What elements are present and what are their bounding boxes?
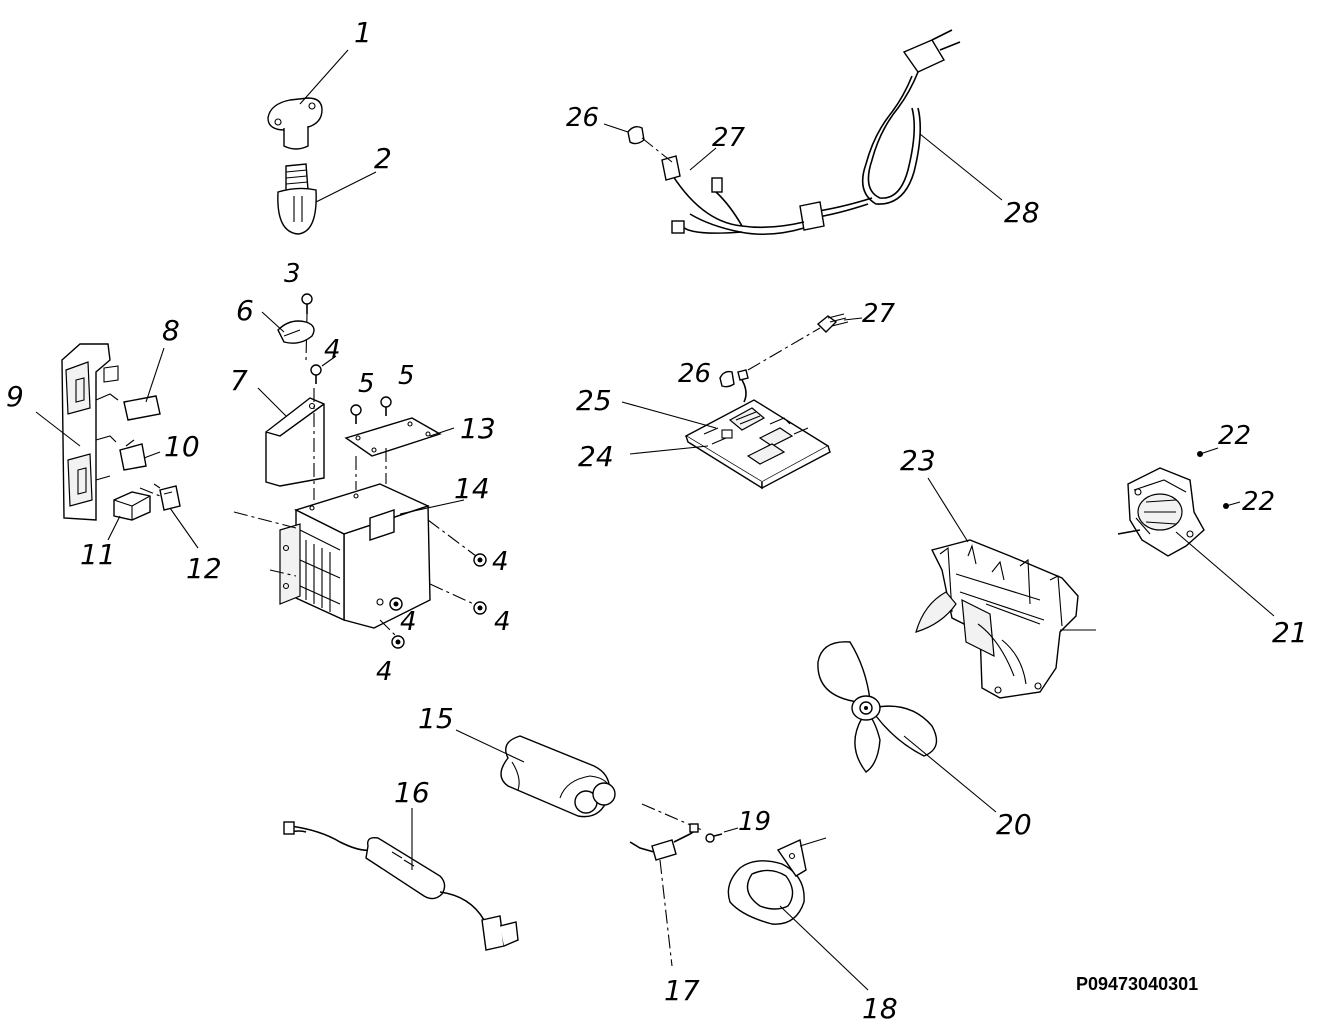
label-28: 28 bbox=[1004, 196, 1040, 229]
part-screw-4a bbox=[310, 364, 322, 384]
part-latch-bracket-9 bbox=[61, 343, 119, 521]
part-plate-13 bbox=[344, 417, 442, 457]
label-26a: 26 bbox=[566, 103, 599, 133]
label-22b: 22 bbox=[1242, 487, 1275, 517]
label-15: 15 bbox=[418, 702, 454, 735]
part-control-board-24 bbox=[684, 399, 831, 490]
label-27a: 27 bbox=[712, 123, 746, 153]
label-4d: 4 bbox=[400, 607, 417, 637]
part-screw-5b bbox=[380, 396, 392, 416]
label-8: 8 bbox=[162, 314, 180, 347]
label-3: 3 bbox=[284, 259, 301, 289]
part-nut-4c bbox=[473, 601, 487, 615]
label-5b: 5 bbox=[398, 361, 415, 391]
part-switch-12 bbox=[153, 483, 181, 511]
part-nut-4e bbox=[391, 635, 405, 649]
label-1: 1 bbox=[354, 16, 372, 49]
part-screw-22b bbox=[1223, 501, 1241, 509]
part-screw-5a bbox=[350, 404, 362, 424]
label-21: 21 bbox=[1272, 616, 1308, 649]
label-11: 11 bbox=[80, 538, 116, 571]
part-capacitor-15 bbox=[500, 735, 616, 818]
label-4e: 4 bbox=[376, 657, 393, 687]
part-screw-3 bbox=[301, 293, 313, 314]
label-9: 9 bbox=[6, 380, 24, 413]
label-2: 2 bbox=[374, 142, 392, 175]
part-screw-22a bbox=[1197, 447, 1219, 457]
label-27b: 27 bbox=[862, 299, 896, 329]
label-17: 17 bbox=[664, 974, 700, 1007]
label-18: 18 bbox=[862, 992, 898, 1025]
part-fan-motor-21 bbox=[1117, 467, 1205, 557]
label-4a: 4 bbox=[324, 335, 341, 365]
label-22a: 22 bbox=[1218, 421, 1251, 451]
part-screw-19 bbox=[705, 833, 723, 843]
label-19: 19 bbox=[738, 807, 771, 837]
label-10: 10 bbox=[164, 430, 200, 463]
drawing-code: P09473040301 bbox=[1076, 974, 1198, 994]
label-4c: 4 bbox=[494, 607, 511, 637]
part-power-cord bbox=[627, 29, 961, 236]
label-13: 13 bbox=[460, 412, 496, 445]
label-7: 7 bbox=[230, 364, 248, 397]
part-fan-blade-20 bbox=[817, 641, 938, 773]
label-5a: 5 bbox=[358, 369, 375, 399]
label-4b: 4 bbox=[492, 547, 509, 577]
label-14: 14 bbox=[454, 472, 490, 505]
label-25: 25 bbox=[576, 384, 612, 417]
part-transformer-14 bbox=[279, 483, 431, 629]
part-clamp-18 bbox=[727, 837, 827, 925]
part-connector-26b bbox=[719, 370, 735, 388]
part-nut-4b bbox=[473, 553, 487, 567]
part-fuse-16 bbox=[283, 821, 519, 951]
label-24: 24 bbox=[578, 440, 614, 473]
part-screw-27b bbox=[816, 313, 849, 333]
part-switch-8 bbox=[123, 395, 161, 421]
label-12: 12 bbox=[186, 552, 222, 585]
part-cover-7 bbox=[265, 397, 325, 487]
part-diode-17 bbox=[629, 823, 699, 861]
part-lamp-holder bbox=[267, 97, 323, 150]
label-20: 20 bbox=[996, 808, 1032, 841]
part-lamp-bulb bbox=[277, 163, 317, 235]
label-16: 16 bbox=[394, 776, 430, 809]
part-fan-bracket-23 bbox=[915, 539, 1096, 699]
label-23: 23 bbox=[900, 444, 936, 477]
part-thermostat-6 bbox=[277, 320, 315, 344]
part-nut-4d bbox=[389, 597, 403, 611]
part-switch-10 bbox=[119, 439, 147, 471]
label-6: 6 bbox=[236, 294, 254, 327]
part-relay-11 bbox=[113, 491, 151, 521]
label-26b: 26 bbox=[678, 359, 711, 389]
